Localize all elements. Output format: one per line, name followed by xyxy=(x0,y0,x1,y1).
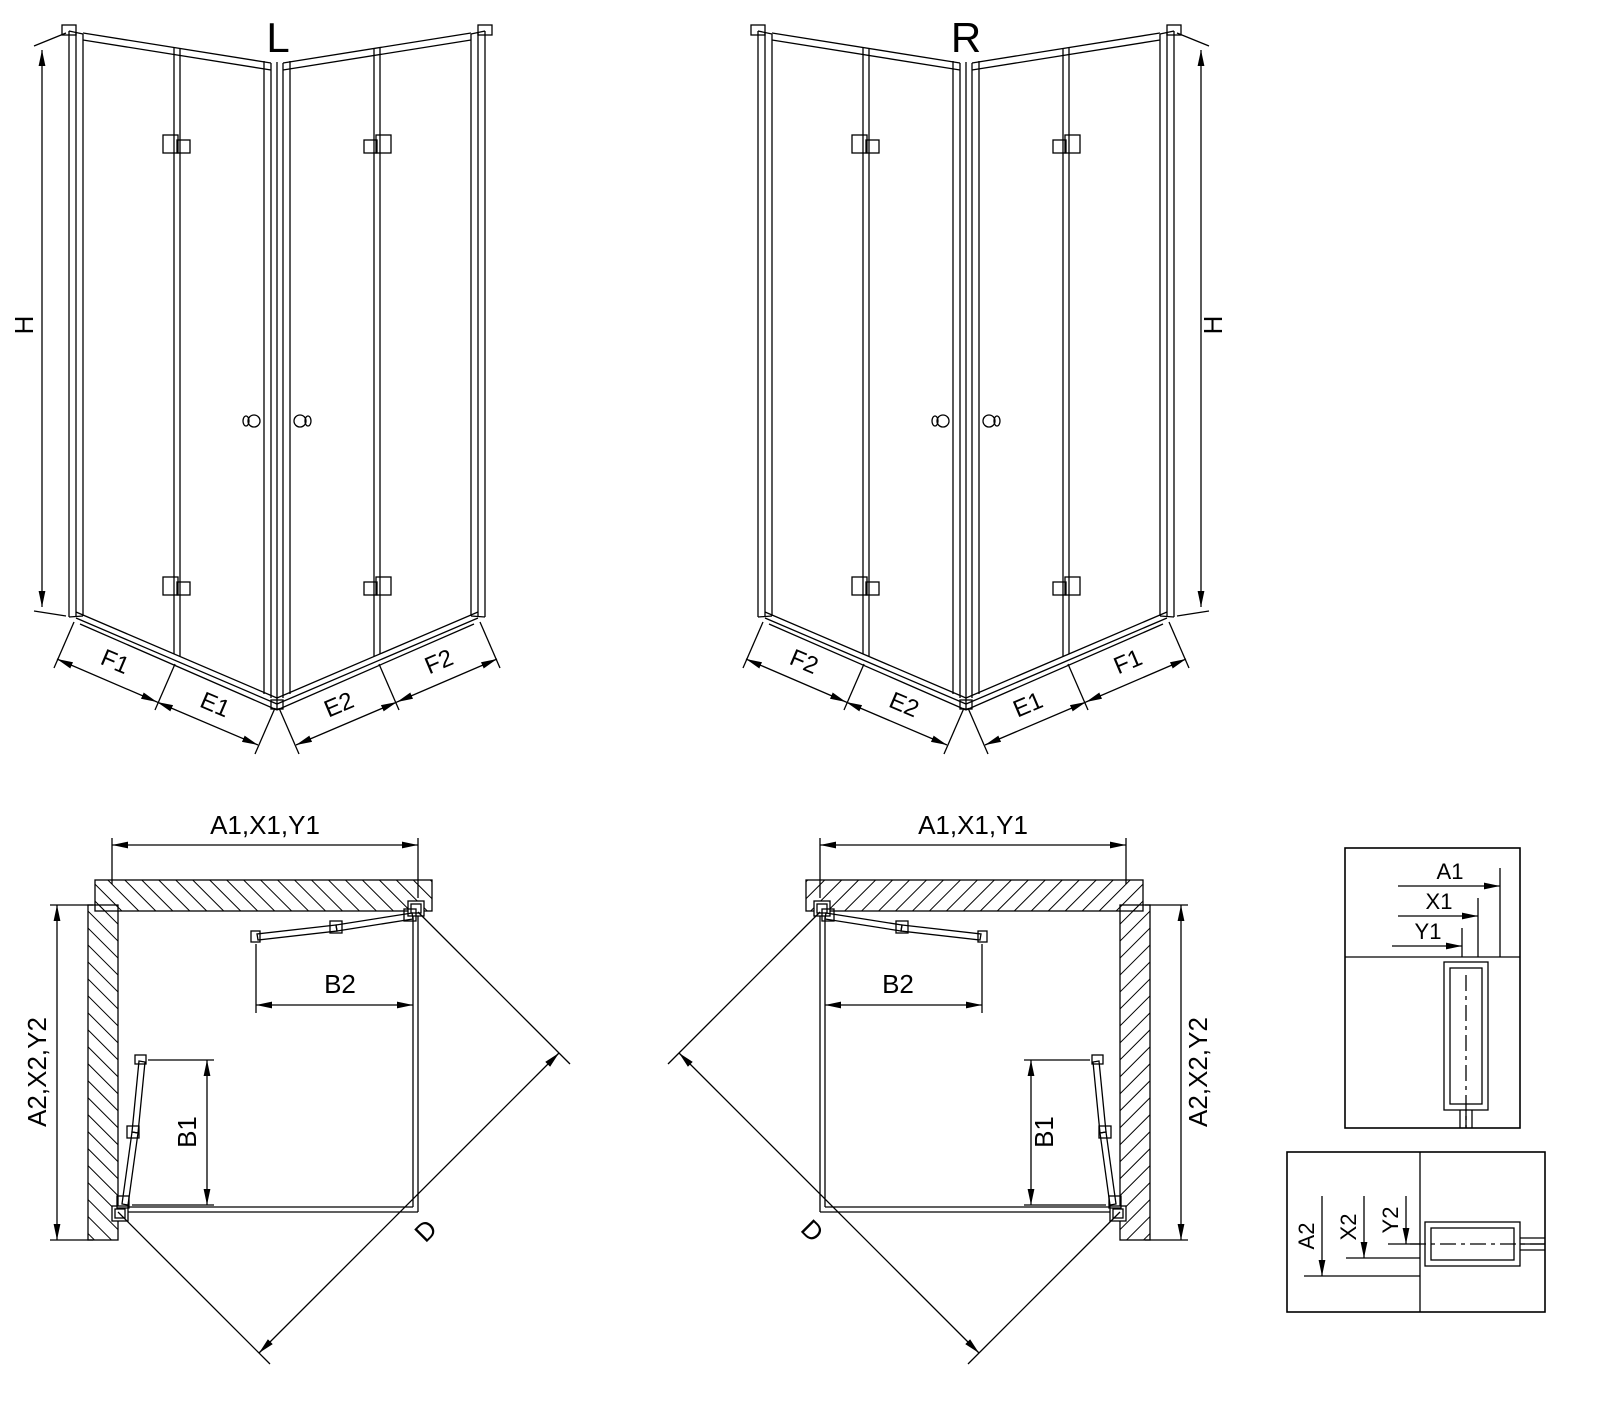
detail-label-x2: X2 xyxy=(1336,1214,1361,1241)
dim-label-f2-left: F2 xyxy=(421,644,457,680)
plan-view-left: A1,X1,Y1 A2,X2,Y2 B2 B1 D xyxy=(22,810,570,1364)
dim-label-b1-plan-right: B1 xyxy=(1029,1116,1059,1148)
dim-label-b2-plan-left: B2 xyxy=(324,969,356,999)
dim-label-e1-left: E1 xyxy=(196,687,234,723)
detail-label-a1: A1 xyxy=(1437,859,1464,884)
dim-label-e2-right: E2 xyxy=(885,687,923,723)
detail-label-a2: A2 xyxy=(1294,1223,1319,1250)
plan-view-right: A1,X1,Y1 A2,X2,Y2 B2 B1 D xyxy=(668,810,1213,1364)
dim-label-height-right: H xyxy=(1198,316,1228,335)
plan-right-art xyxy=(668,838,1188,1364)
detail-side-profile: A2 X2 Y2 xyxy=(1286,1151,1546,1313)
dim-label-f1-left: F1 xyxy=(97,644,133,680)
elevation-left-title: L xyxy=(266,14,289,61)
dim-label-width-plan-left: A1,X1,Y1 xyxy=(210,810,320,840)
dim-label-height-left: H xyxy=(9,316,39,335)
dim-label-d-plan-right: D xyxy=(795,1213,829,1247)
dim-label-b1-plan-left: B1 xyxy=(172,1116,202,1148)
elevation-left-art xyxy=(34,25,500,754)
dim-label-d-plan-left: D xyxy=(408,1213,442,1247)
elevation-right-art xyxy=(743,25,1209,754)
dim-label-depth-plan-left: A2,X2,Y2 xyxy=(22,1017,52,1127)
detail-label-x1: X1 xyxy=(1426,889,1453,914)
dim-label-width-plan-right: A1,X1,Y1 xyxy=(918,810,1028,840)
dim-label-e2-left: E2 xyxy=(320,687,358,723)
dim-label-e1-right: E1 xyxy=(1009,687,1047,723)
detail-label-y1: Y1 xyxy=(1415,919,1442,944)
dim-label-f1-right: F1 xyxy=(1110,644,1146,680)
dim-label-depth-plan-right: A2,X2,Y2 xyxy=(1183,1017,1213,1127)
dim-label-b2-plan-right: B2 xyxy=(882,969,914,999)
plan-left-art xyxy=(50,838,570,1364)
detail-top-profile: A1 X1 Y1 xyxy=(1344,847,1521,1129)
detail-label-y2: Y2 xyxy=(1378,1207,1403,1234)
elevation-view-left: L H F1 E1 E2 F2 xyxy=(9,14,500,754)
elevation-right-title: R xyxy=(951,14,981,61)
elevation-view-right: R H F2 E2 E1 F1 xyxy=(743,14,1228,754)
dim-label-f2-right: F2 xyxy=(786,644,822,680)
